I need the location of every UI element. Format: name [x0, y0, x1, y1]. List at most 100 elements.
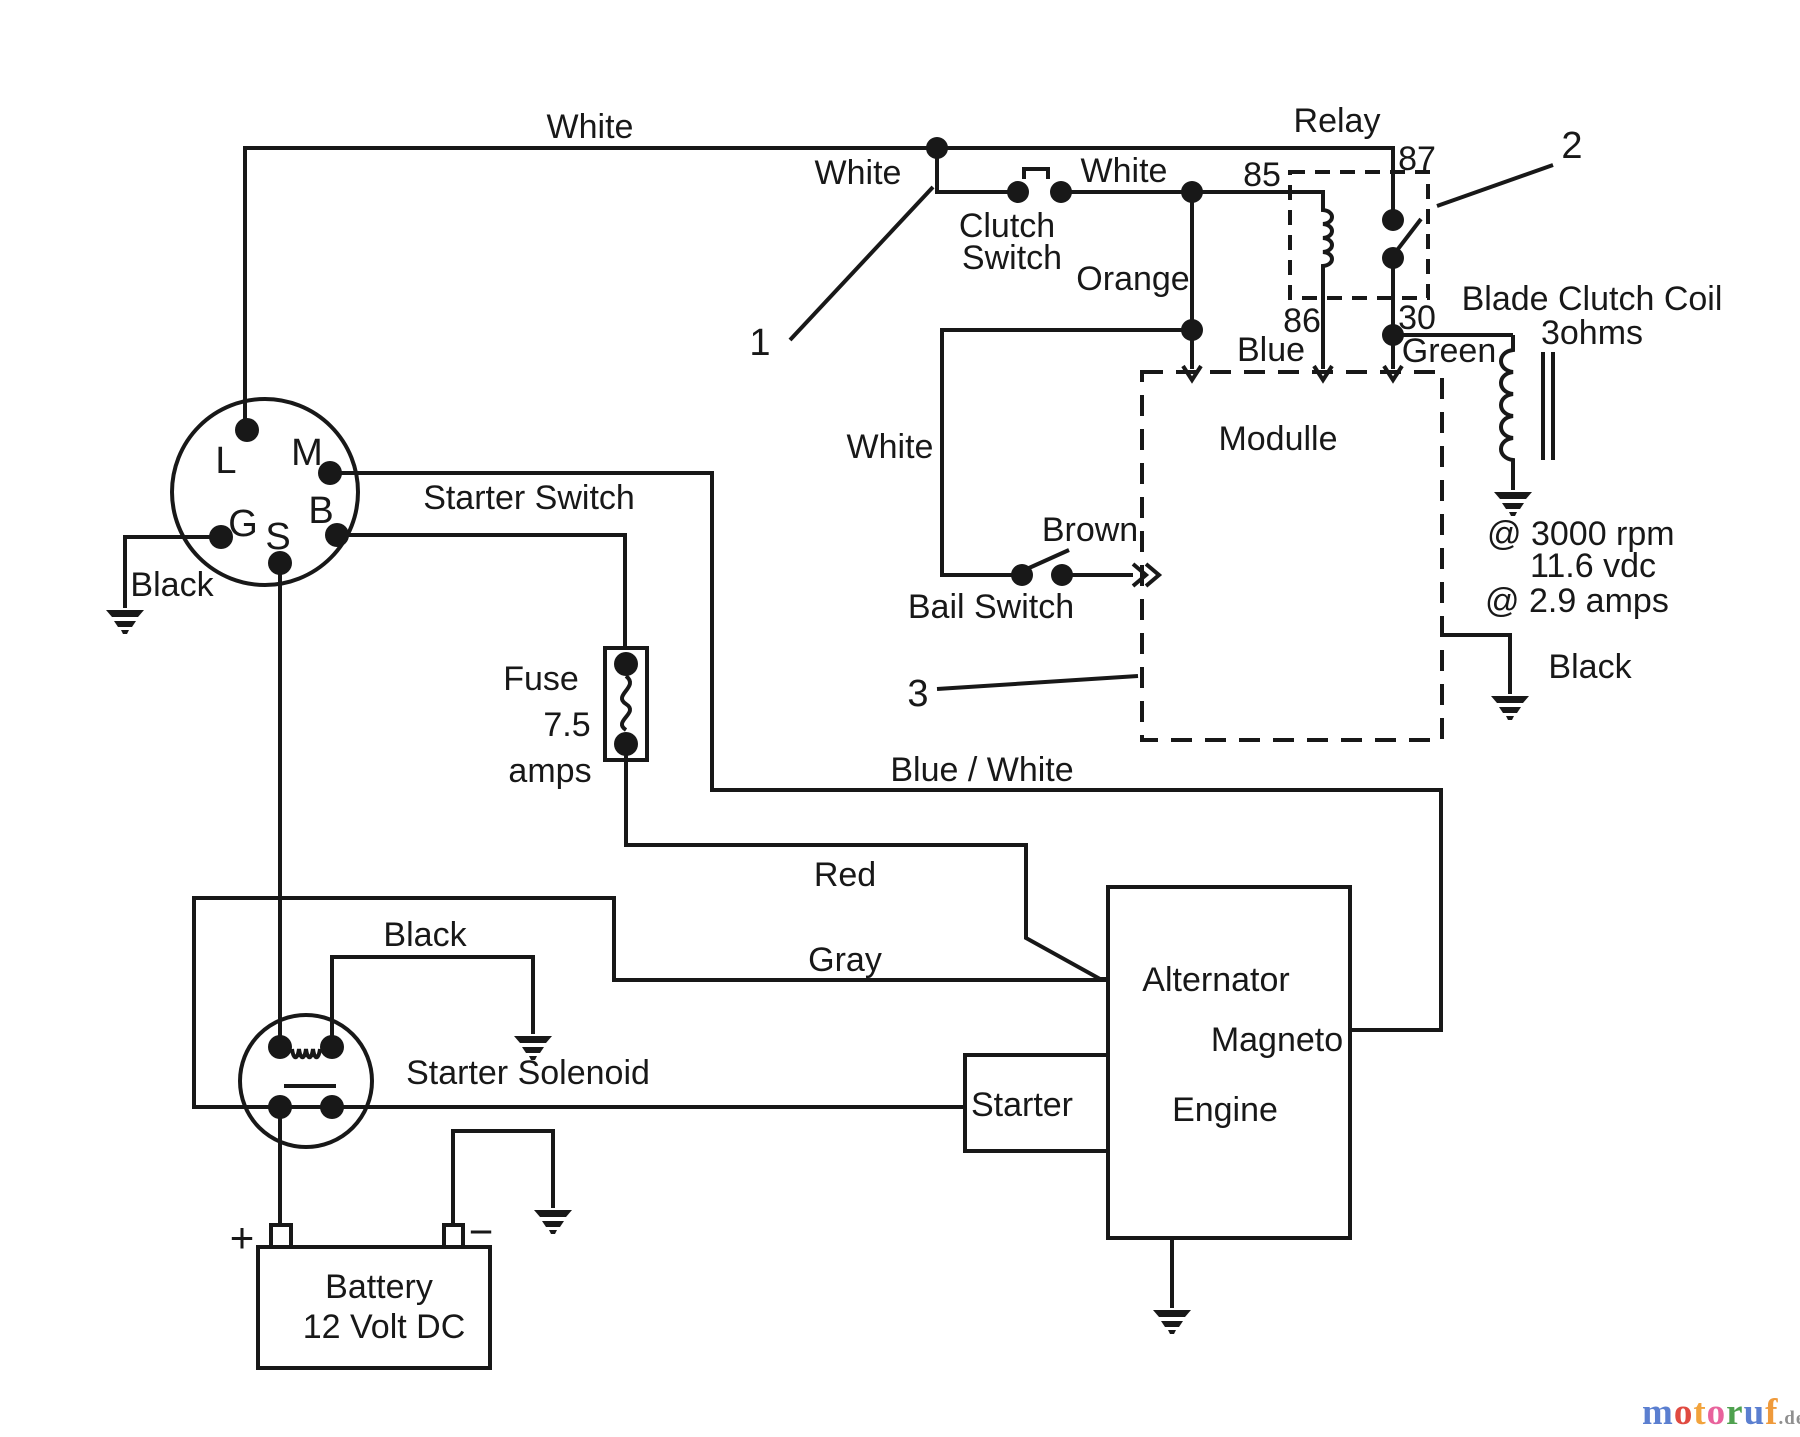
bail-arrow-icon: [1131, 562, 1163, 588]
wire-key-ground: [123, 535, 221, 608]
ground-engine-icon: [1153, 1310, 1191, 1334]
watermark-suffix: .de: [1779, 1408, 1800, 1429]
label-fuse-1: Fuse: [503, 660, 579, 698]
label-fuse-2: 7.5: [543, 706, 590, 744]
watermark-letter: m: [1642, 1392, 1674, 1433]
label-engine: Engine: [1172, 1091, 1278, 1129]
label-blue: Blue: [1237, 331, 1305, 369]
label-relay: Relay: [1294, 102, 1381, 140]
label-battery-2: 12 Volt DC: [303, 1308, 466, 1346]
wire-85-coil: [1192, 190, 1334, 369]
label-red: Red: [814, 856, 876, 894]
wire-blue-white: [330, 471, 1443, 1032]
label-relay-85: 85: [1243, 156, 1281, 194]
label-starter-solenoid: Starter Solenoid: [406, 1054, 650, 1092]
ground-module-icon: [1491, 696, 1529, 720]
label-white-top: White: [547, 108, 634, 146]
battery-post-plus: [269, 1223, 293, 1249]
label-callout-3: 3: [907, 673, 928, 715]
watermark-letter: t: [1693, 1392, 1706, 1433]
ground-key-icon: [106, 610, 144, 634]
terminal-dot-g: [209, 525, 233, 549]
label-fuse-3: amps: [508, 752, 591, 790]
watermark-letter: o: [1707, 1392, 1727, 1433]
label-battery-minus: −: [469, 1208, 494, 1255]
leader-1: [788, 185, 935, 342]
terminal-dot-b: [325, 523, 349, 547]
label-amps: @ 2.9 amps: [1485, 582, 1669, 620]
relay-dot-87: [1382, 209, 1404, 231]
watermark-logo: motoruf.de: [1642, 1392, 1800, 1433]
blade-clutch-coil: [1499, 335, 1515, 490]
label-callout-2: 2: [1561, 125, 1582, 167]
wire-bail-white: [940, 328, 1192, 577]
terminal-dot-l: [235, 418, 259, 442]
wire-b-to-fuse: [337, 533, 627, 648]
wire-solenoid-black: [330, 955, 535, 1047]
label-relay-30: 30: [1398, 299, 1436, 337]
wire-white-top: [243, 146, 1395, 430]
fuse-dot-top: [614, 652, 638, 676]
label-rpm: @ 3000 rpm: [1487, 515, 1675, 553]
leader-3: [936, 674, 1139, 691]
watermark-letter: o: [1674, 1392, 1694, 1433]
label-coil-ohms: 3ohms: [1541, 314, 1643, 352]
relay-box: [1288, 170, 1430, 300]
label-black-module: Black: [1548, 648, 1632, 686]
watermark-letter: f: [1765, 1392, 1778, 1433]
starter-switch-circle: [170, 397, 360, 587]
label-terminal-g: G: [228, 503, 258, 545]
label-blade-clutch-coil: Blade Clutch Coil: [1462, 280, 1723, 318]
label-terminal-s: S: [265, 516, 290, 558]
ground-battery-icon: [534, 1210, 572, 1234]
starter-solenoid-circle: [238, 1013, 374, 1149]
watermark-letter: u: [1744, 1392, 1766, 1433]
label-terminal-b: B: [308, 490, 333, 532]
battery-box: [256, 1245, 492, 1370]
relay-blade: [1396, 217, 1423, 251]
label-relay-87: 87: [1398, 140, 1436, 178]
label-blue-white: Blue / White: [890, 751, 1073, 789]
solenoid-dot-br: [320, 1095, 344, 1119]
label-terminal-l: L: [215, 440, 236, 482]
clutch-button-icon: [1022, 167, 1050, 179]
label-relay-86: 86: [1283, 302, 1321, 340]
label-white-relay: White: [1081, 152, 1168, 190]
engine-box: [1106, 885, 1352, 1240]
solenoid-coil-icon: [290, 1048, 322, 1060]
arrow-blue-icon: [1181, 364, 1203, 384]
terminal-dot-m: [318, 461, 342, 485]
label-module: Modulle: [1218, 420, 1337, 458]
label-magneto: Magneto: [1211, 1021, 1343, 1059]
clutch-switch-dot-left: [1007, 181, 1029, 203]
label-clutch-switch-2: Switch: [962, 239, 1062, 277]
bail-dot-left: [1011, 564, 1033, 586]
module-box: [1140, 370, 1444, 742]
label-starter: Starter: [971, 1086, 1073, 1124]
label-alternator: Alternator: [1142, 961, 1289, 999]
label-callout-1: 1: [749, 322, 770, 364]
solenoid-dot-tl: [268, 1035, 292, 1059]
label-black-key: Black: [130, 566, 214, 604]
label-black-solenoid: Black: [383, 916, 467, 954]
label-green: Green: [1402, 332, 1497, 370]
label-brown: Brown: [1042, 511, 1138, 549]
label-terminal-m: M: [291, 432, 323, 474]
watermark-letter: r: [1726, 1392, 1743, 1433]
label-gray: Gray: [808, 941, 882, 979]
ground-blade-coil-icon: [1494, 492, 1532, 516]
label-vdc: 11.6 vdc: [1530, 547, 1656, 585]
wire-battery-minus: [451, 1129, 555, 1225]
label-white-bail: White: [847, 428, 934, 466]
label-battery-plus: +: [230, 1214, 255, 1261]
label-clutch-switch-1: Clutch: [959, 207, 1055, 245]
coil-core-bars-icon: [1541, 352, 1555, 460]
bail-blade: [1028, 548, 1070, 570]
battery-post-minus: [442, 1223, 465, 1249]
label-battery-1: Battery: [325, 1268, 433, 1306]
label-white-clutch: White: [815, 154, 902, 192]
wire-module-ground: [1442, 633, 1512, 694]
label-orange: Orange: [1076, 260, 1189, 298]
